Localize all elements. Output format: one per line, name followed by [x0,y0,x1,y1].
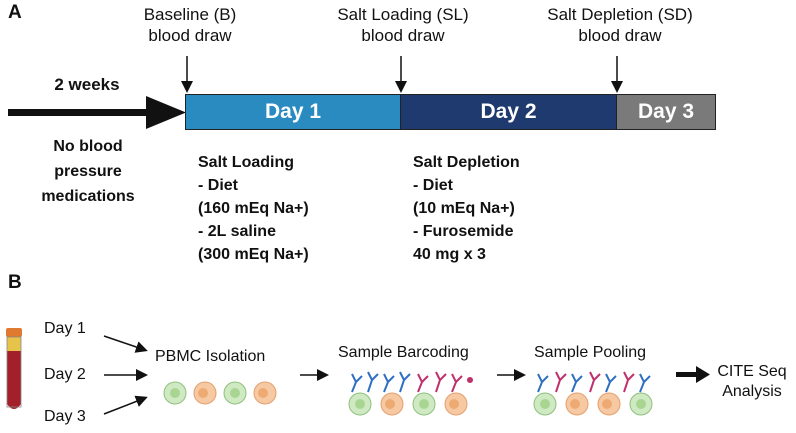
barcoded-cells [348,371,473,416]
pbmc-cells [163,381,277,405]
blood-tube-icon [6,328,22,409]
event-baseline-line1: Baseline (B) [143,5,237,24]
pre-period-note: No blood pressure medications [18,134,158,209]
pre-note-line3: medications [41,188,135,205]
day-box-3: Day 3 [616,94,716,130]
event-salt-depletion-line2: blood draw [578,26,662,45]
pre-note-line2: pressure [54,163,122,180]
pre-note-line1: No blood [53,138,123,155]
pre-period-label: 2 weeks [54,75,120,94]
event-salt-loading: Salt Loading (SL) blood draw [318,4,488,46]
salt-depletion-line2: (10 mEq Na+) [413,200,515,217]
panel-a-label: A [8,2,22,23]
day-2-label: Day 2 [480,100,537,123]
event-salt-loading-line2: blood draw [361,26,445,45]
salt-loading-line4: (300 mEq Na+) [198,246,309,263]
pooled-cells [533,371,653,416]
salt-loading-line3: - 2L saline [198,223,276,240]
day3-arrow [103,395,148,415]
event-salt-depletion: Salt Depletion (SD) blood draw [530,4,710,46]
pre-period-arrow [8,96,186,129]
input-day-3: Day 3 [44,408,86,425]
final-arrow [676,366,710,383]
salt-depletion-line4: 40 mg x 3 [413,246,486,263]
salt-depletion-details: Salt Depletion - Diet (10 mEq Na+) - Fur… [413,151,520,266]
day1-arrow [103,335,148,353]
day-box-2: Day 2 [400,94,617,130]
salt-depletion-line1: - Diet [413,177,453,194]
input-day-2: Day 2 [44,366,86,383]
salt-loading-title: Salt Loading [198,154,294,171]
event-salt-loading-line1: Salt Loading (SL) [337,5,469,24]
input-day-1: Day 1 [44,320,86,337]
salt-depletion-title: Salt Depletion [413,154,520,171]
final-step-line2: Analysis [722,383,782,400]
day-box-1: Day 1 [185,94,401,130]
day-1-label: Day 1 [264,100,322,123]
step-sample-barcoding: Sample Barcoding [338,344,469,361]
event-baseline-line2: blood draw [148,26,232,45]
final-step-line1: CITE Seq [717,363,787,380]
salt-loading-line2: (160 mEq Na+) [198,200,309,217]
day-3-label: Day 3 [637,100,695,123]
panel-b-label: B [8,272,22,293]
step-pbmc-isolation: PBMC Isolation [155,348,266,365]
step-sample-pooling: Sample Pooling [534,344,647,361]
salt-loading-line1: - Diet [198,177,238,194]
salt-depletion-line3: - Furosemide [413,223,514,240]
salt-loading-details: Salt Loading - Diet (160 mEq Na+) - 2L s… [198,151,309,266]
final-step: CITE Seq Analysis [712,362,792,402]
event-baseline: Baseline (B) blood draw [110,4,270,46]
event-salt-depletion-line1: Salt Depletion (SD) [547,5,693,24]
